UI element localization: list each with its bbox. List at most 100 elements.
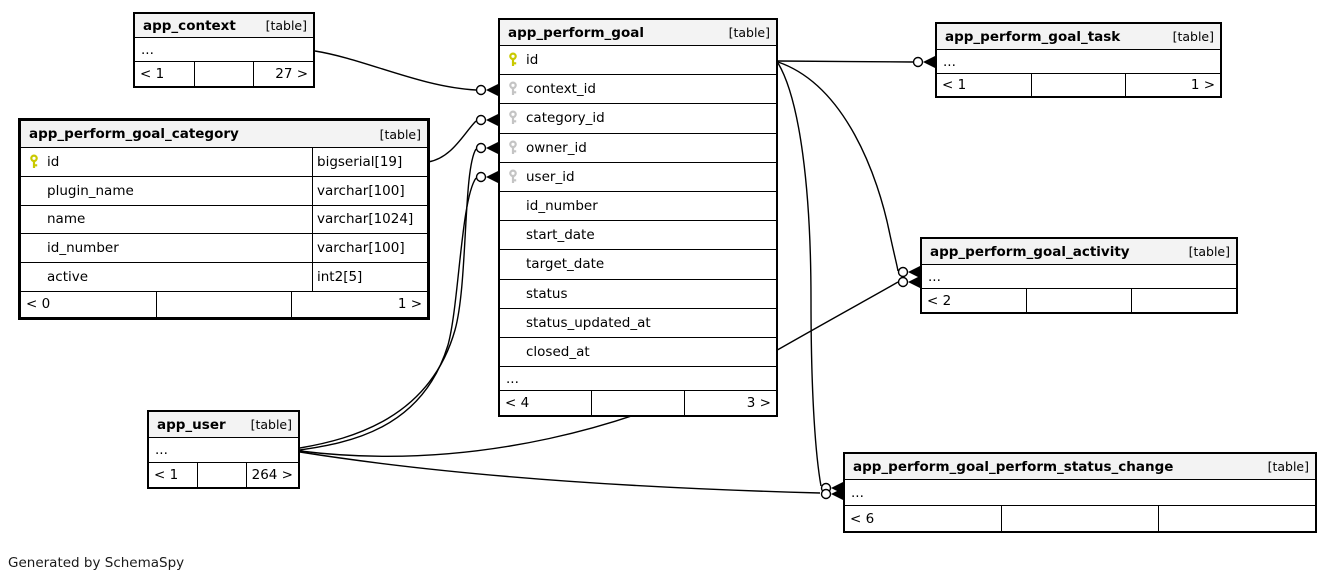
column-name: context_id [526, 81, 596, 98]
hidden-columns-ellipsis-row: ... [149, 438, 298, 463]
table-type-tag: [table] [250, 417, 292, 432]
table-app_perform_goal_category[interactable]: app_perform_goal_category[table]id bigser… [18, 118, 430, 320]
column-row-context_id: context_id [500, 75, 776, 105]
cardinality-circle-icon [475, 114, 487, 126]
column-row-user_id: user_id [500, 162, 776, 192]
primary-key-icon [509, 52, 517, 67]
table-type-tag: [table] [1267, 459, 1309, 474]
generated-by-note: Generated by SchemaSpy [8, 555, 185, 571]
table-title-link[interactable]: app_perform_goal [508, 24, 644, 41]
column-row-id: id [500, 46, 776, 76]
column-row-status_updated_at: status_updated_at [500, 308, 776, 338]
parents-count-cell: < 1 [140, 66, 165, 82]
children-count-cell: 1 > [1125, 74, 1220, 96]
cardinality-circle-icon [475, 171, 487, 183]
column-name: owner_id [526, 139, 587, 156]
relationship-app_user-to-app_perform_goal.owner_id [299, 142, 498, 449]
relationship-app_user-to-app_perform_goal_perform_status_change [299, 451, 843, 500]
column-name-cell: start_date [500, 221, 776, 249]
cardinality-circle-icon [475, 84, 487, 96]
column-name: status [526, 285, 568, 302]
children-count-cell: 264 > [245, 463, 298, 487]
column-type: varchar[1024] [312, 205, 427, 234]
table-title-link[interactable]: app_perform_goal_task [945, 28, 1121, 45]
column-name: id [526, 52, 539, 69]
cardinality-circle-icon [897, 276, 909, 288]
table-header: app_perform_goal_category[table] [21, 121, 427, 148]
hidden-columns-ellipsis-row: ... [845, 480, 1315, 506]
hidden-columns-ellipsis-row: ... [135, 38, 313, 62]
column-type: varchar[100] [312, 234, 427, 263]
cardinality-circle-icon [897, 266, 909, 278]
column-name-cell: active [21, 263, 312, 291]
footer-middle-cell [1001, 506, 1158, 531]
foreign-key-icon [509, 169, 517, 183]
table-app_context[interactable]: app_context [table]... < 1 27 > [133, 12, 315, 88]
table-app_perform_goal_activity[interactable]: app_perform_goal_activity[table]...< 2 [920, 237, 1238, 314]
column-type: bigserial[19] [312, 148, 427, 176]
column-row-id_number: id_number [500, 191, 776, 222]
table-type-tag: [table] [1172, 29, 1214, 44]
key-icon-slot [507, 110, 526, 126]
foreign-key-icon [509, 110, 517, 125]
column-name: category_id [526, 110, 605, 127]
column-row-status: status [500, 279, 776, 309]
foreign-key-icon [509, 140, 517, 154]
key-icon-slot [507, 52, 526, 68]
cardinality-circle-icon [475, 142, 487, 154]
children-count-cell [1131, 289, 1236, 312]
table-header: app_user [table] [149, 412, 298, 438]
key-icon-slot [507, 140, 526, 156]
foreign-key-icon [509, 81, 517, 96]
footer-middle-cell [1026, 289, 1131, 312]
table-footer-degree-row: < 2 [922, 289, 1236, 312]
table-title-link[interactable]: app_perform_goal_category [29, 126, 239, 142]
children-count-cell: 1 > [291, 291, 427, 317]
column-name-cell: status [500, 280, 776, 308]
crowfoot-arrow-icon [908, 276, 920, 288]
column-row-category_id: category_id [500, 104, 776, 134]
table-title-link[interactable]: app_perform_goal_perform_status_change [853, 458, 1174, 475]
footer-middle-cell [1030, 74, 1126, 96]
table-header: app_perform_goal_activity [table] [922, 239, 1236, 265]
primary-key-icon [30, 154, 38, 168]
table-app_perform_goal_perform_status_change[interactable]: app_perform_goal_perform_status_change [t… [843, 452, 1317, 533]
cardinality-circle-icon [820, 488, 832, 500]
relationship-line [427, 120, 477, 163]
table-title-link[interactable]: app_context [143, 17, 236, 34]
table-type-tag: [table] [728, 25, 770, 40]
column-name-cell: plugin_name [21, 177, 312, 205]
table-title-link[interactable]: app_perform_goal_activity [930, 243, 1130, 260]
hidden-columns-ellipsis-row: ... [500, 367, 776, 392]
relationship-line [299, 177, 477, 451]
column-name-cell: id [500, 46, 776, 74]
relationship-app_perform_goal_category.id-to-app_perform_goal.category_id [427, 114, 498, 163]
footer-middle-cell [196, 463, 246, 487]
table-type-tag: [table] [1188, 244, 1230, 259]
table-header: app_perform_goal_perform_status_change [t… [845, 454, 1315, 480]
key-icon-slot [507, 81, 526, 97]
column-name: target_date [526, 256, 605, 273]
column-name-cell: name [21, 206, 312, 234]
crowfoot-arrow-icon [486, 171, 498, 183]
table-header: app_context [table] [135, 14, 313, 38]
column-name: id [47, 153, 60, 170]
children-count-cell: 27 > [253, 62, 313, 86]
hidden-columns-ellipsis-row: ... [937, 50, 1220, 74]
column-row-id: id bigserial[19] [21, 148, 427, 177]
column-name-cell: closed_at [500, 338, 776, 366]
relationship-app_perform_goal.id-to-app_perform_goal_perform_status_change [777, 62, 843, 494]
column-name-cell: id_number [500, 192, 776, 220]
table-type-tag: [table] [265, 18, 307, 33]
table-title-link[interactable]: app_user [157, 416, 226, 433]
relationship-app_user-to-app_perform_goal.user_id [299, 171, 498, 451]
